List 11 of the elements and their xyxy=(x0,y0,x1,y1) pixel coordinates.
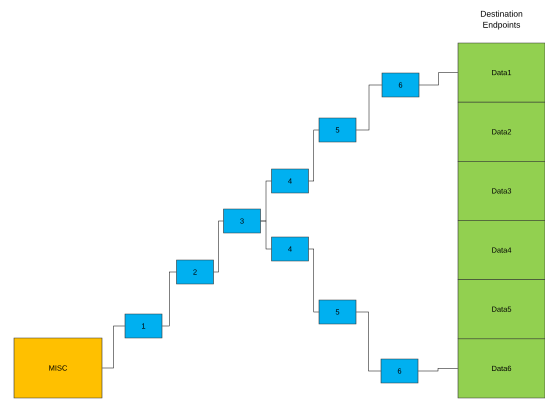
connector-line xyxy=(308,248,319,312)
connector-line xyxy=(308,130,319,182)
connector-line xyxy=(356,312,381,372)
connector-line xyxy=(102,326,125,368)
connector-line xyxy=(214,220,224,272)
connector-line xyxy=(260,220,272,250)
connector-line xyxy=(162,272,176,326)
connector-line xyxy=(419,72,458,86)
connector-line xyxy=(356,84,382,130)
connector-line xyxy=(418,368,458,372)
column-heading: Destination Endpoints xyxy=(480,10,522,30)
